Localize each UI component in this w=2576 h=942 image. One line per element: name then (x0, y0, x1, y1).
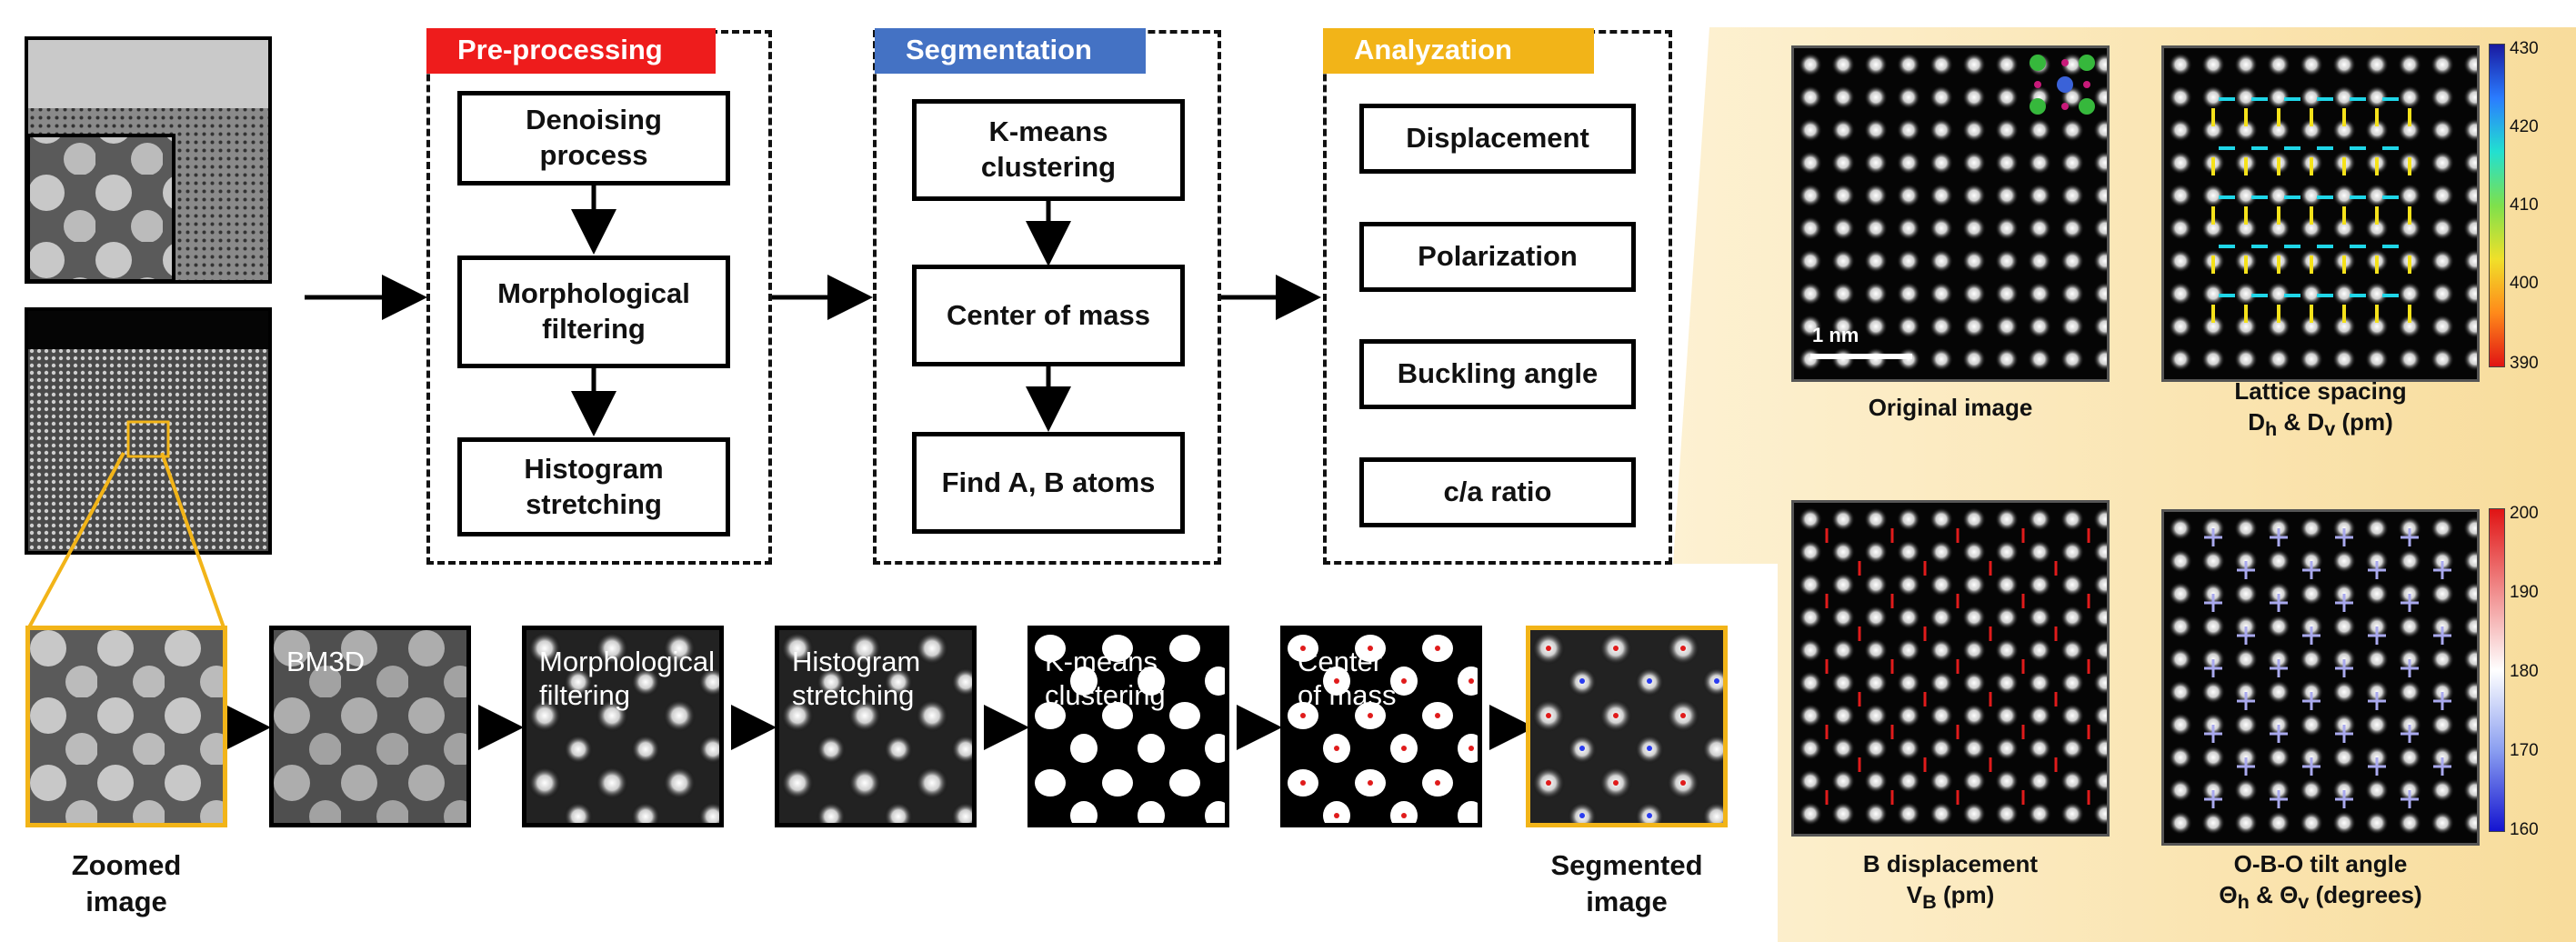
morphological-tile: Morphological filtering (522, 626, 724, 827)
segmented-image-tile (1526, 626, 1728, 827)
stem-overview-image (25, 36, 272, 284)
analyzation-tag: Analyzation (1323, 28, 1594, 74)
segmentation-tag: Segmentation (875, 28, 1146, 74)
b-displacement-panel (1791, 500, 2110, 837)
buckling-angle-step: Buckling angle (1359, 339, 1636, 409)
tilt-angle-heading: O-B-O tilt angle (2233, 850, 2408, 877)
b-displacement-subtitle: VB (pm) (1906, 880, 1995, 913)
morphological-label: Morphological filtering (539, 646, 715, 712)
original-image-panel: 1 nm (1791, 45, 2110, 382)
scale-bar-label: 1 nm (1812, 324, 1859, 346)
kmeans-tile: K-means clustering (1027, 626, 1229, 827)
segmented-image-caption: Segmented image (1550, 849, 1703, 918)
zoomed-image-tile (25, 626, 227, 827)
b-displacement-heading: B displacement (1862, 850, 2039, 877)
bm3d-tile: BM3D (269, 626, 471, 827)
center-of-mass-tile: Center of mass (1280, 626, 1482, 827)
tilt-angle-panel (2161, 509, 2480, 846)
tilt-tick-200: 200 (2510, 504, 2539, 523)
lattice-colorbar (2489, 44, 2505, 367)
zoomed-image-caption: Zoomed image (71, 849, 182, 918)
morphological-step: Morphological filtering (457, 256, 730, 368)
tilt-tick-160: 160 (2510, 820, 2539, 839)
center-of-mass-label: Center of mass (1298, 646, 1397, 712)
ca-ratio-step: c/a ratio (1359, 457, 1636, 527)
b-displacement-title: B displacement VB (pm) (1791, 849, 2110, 915)
preprocessing-tag: Pre-processing (426, 28, 716, 74)
lattice-spacing-heading: Lattice spacing (2234, 377, 2407, 405)
original-image-title: Original image (1868, 394, 2033, 421)
lattice-spacing-panel (2161, 45, 2480, 382)
denoising-step: Denoising process (457, 91, 730, 185)
histogram-tile: Histogram stretching (775, 626, 977, 827)
tilt-angle-subtitle: Θh & Θv (degrees) (2219, 880, 2422, 913)
lattice-tick-390: 390 (2510, 354, 2539, 373)
lattice-spacing-subtitle: Dh & Dv (pm) (2248, 407, 2393, 440)
polarization-step: Polarization (1359, 222, 1636, 292)
tilt-angle-title: O-B-O tilt angle Θh & Θv (degrees) (2161, 849, 2480, 915)
stem-region-image (25, 307, 272, 555)
tilt-tick-170: 170 (2510, 741, 2539, 760)
lattice-tick-400: 400 (2510, 274, 2539, 293)
find-atoms-step: Find A, B atoms (912, 432, 1185, 534)
center-of-mass-step: Center of mass (912, 265, 1185, 366)
lattice-tick-420: 420 (2510, 117, 2539, 136)
kmeans-step: K-means clustering (912, 99, 1185, 201)
displacement-step: Displacement (1359, 104, 1636, 174)
kmeans-label: K-means clustering (1045, 646, 1166, 712)
bm3d-label: BM3D (286, 646, 366, 677)
tilt-tick-180: 180 (2510, 662, 2539, 681)
tilt-tick-190: 190 (2510, 583, 2539, 602)
lattice-spacing-title: Lattice spacing Dh & Dv (pm) (2161, 376, 2480, 442)
histogram-step: Histogram stretching (457, 437, 730, 536)
lattice-tick-430: 430 (2510, 39, 2539, 58)
histogram-label: Histogram stretching (792, 646, 921, 712)
lattice-tick-410: 410 (2510, 195, 2539, 215)
tilt-colorbar (2489, 508, 2505, 832)
